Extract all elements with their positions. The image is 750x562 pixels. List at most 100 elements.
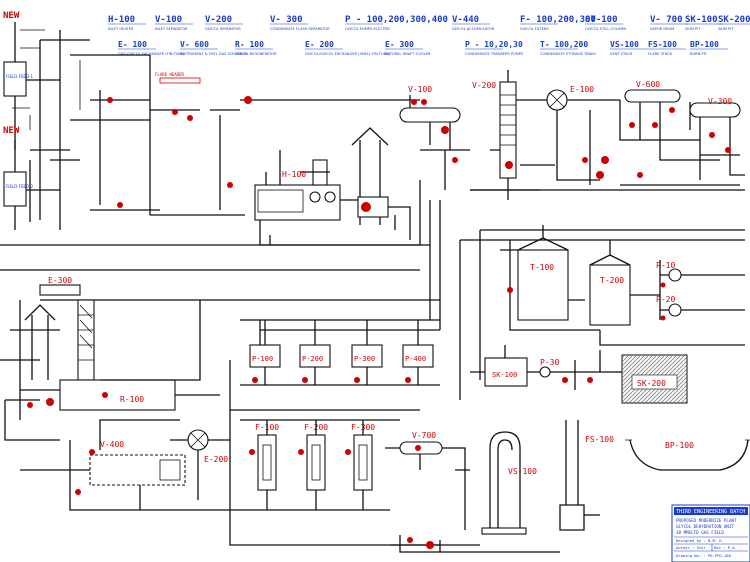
e100-gas-glycol-exchanger: E-100	[516, 85, 620, 185]
legend-caption: VAPOR DRUM	[650, 27, 674, 31]
legend-tag: T- 100,200	[540, 40, 588, 49]
legend-caption: SKIM PIT	[685, 27, 701, 31]
legend-tag: F- 100,200,300	[520, 15, 596, 25]
title-block-line3: GLYCOL DEHYDRATION UNIT	[676, 524, 734, 529]
inlet-label-2: NEW	[3, 126, 20, 136]
f200-filter	[306, 434, 326, 491]
legend-tag: E- 200	[305, 40, 334, 49]
legend-tag: BP-100	[690, 40, 719, 49]
legend-tag: FS-100	[648, 40, 677, 49]
bp100-label: BP-100	[665, 441, 694, 450]
e300-natural-draft-cooler: E-300	[24, 276, 81, 380]
v400-label: V-400	[100, 440, 124, 449]
inlet-feed-1: NEW FIELD FEED-1	[3, 11, 150, 230]
v200-glycol-separator: V-200	[470, 70, 555, 200]
e100-label: E-100	[570, 85, 594, 94]
inlet-manifold-valves: FLARE HEADER	[99, 55, 245, 216]
legend-tag: VS-100	[610, 40, 639, 49]
legend-tag: SK-100	[685, 15, 718, 25]
field-feed-2-label: FIELD FEED-2	[6, 184, 33, 189]
v100-label: V-100	[408, 85, 432, 94]
title-block-header: THIRD ENGINEERING BATCH	[676, 509, 745, 515]
legend-caption: INLET SEPARATOR	[155, 27, 188, 31]
v700-label: V-700	[412, 431, 436, 440]
inlet-label-1: NEW	[3, 11, 20, 21]
t200-label: T-200	[600, 276, 624, 285]
legend-caption: VENT STACK	[610, 52, 633, 56]
legend-caption: GLYCOL STILL COLUMN	[585, 27, 626, 31]
title-block: THIRD ENGINEERING BATCH PROPOSED MODERNI…	[671, 504, 750, 562]
e200-glycol-glycol-exchanger: E-200	[170, 360, 440, 546]
field-feed-1-label: FIELD FEED-1	[6, 74, 33, 79]
legend-tag: V-440	[452, 15, 479, 25]
vs100-vent-stack: VS-100	[481, 431, 537, 535]
legend-caption: GLYCOL FILTERS	[520, 27, 549, 31]
field-feed-1-box	[3, 61, 27, 97]
legend-caption: INSTRUMENT & FUEL GAS SCRUBBER	[180, 52, 248, 56]
p400-label: P-400	[405, 355, 426, 363]
legend-caption: FLARE STACK	[648, 52, 673, 56]
glycol-pumps-group: P-100 P-200 P-300 P-400	[240, 319, 440, 386]
p300-label: P-300	[354, 355, 375, 363]
title-block-line2: PROPOSED MODERNIZE PLANT	[676, 518, 737, 523]
legend-caption: GLYCOL/GLYCOL EXCHANGER (SHELL FIN-TUBE)	[305, 52, 390, 56]
drain-header	[390, 535, 560, 553]
e300-label: E-300	[48, 276, 72, 285]
v600-label: V-600	[636, 80, 660, 89]
legend-caption: BURN PIT	[690, 52, 708, 56]
p100-label: P-100	[252, 355, 273, 363]
bp100-burn-pit: BP-100	[625, 439, 750, 471]
p10-label: P-10	[656, 261, 675, 270]
legend-caption: GLYCOL REGENERATOR	[235, 52, 277, 56]
legend-tag: V-100	[155, 15, 182, 25]
legend-tag: E- 300	[385, 40, 414, 49]
v100-inlet-separator: V-100	[399, 85, 470, 190]
legend-tag: V- 700	[650, 15, 683, 25]
legend-tag: P - 100,200,300,400	[345, 15, 448, 25]
title-block-rev: Rev : P.A.	[714, 545, 737, 550]
v700-vapor-drum: V-700	[385, 431, 470, 530]
v400-glycol-accumulator: V-400	[20, 419, 240, 511]
p30-transfer-pump: P-30	[539, 350, 615, 390]
title-block-line4: 30 MMSCFD GAS FIELD	[676, 530, 724, 535]
r100-label: R-100	[120, 395, 144, 404]
legend-caption: GLYCOL PUMPS ELECTRIC	[345, 27, 391, 31]
legend-caption: CONDENSATE TRANSFER PUMPS	[465, 52, 524, 56]
legend-tag: V- 300	[270, 15, 303, 25]
fs100-flare-stack: FS-100	[559, 420, 614, 531]
heater-burner-piping	[210, 96, 421, 245]
legend-caption: GLYCOL ACCUMULATOR	[452, 27, 495, 31]
legend-tag: R- 100	[235, 40, 264, 49]
t200-storage-tank: T-200	[589, 240, 745, 346]
legend-tag: V- 600	[180, 40, 209, 49]
legend-caption: SKIM PIT	[718, 27, 734, 31]
transfer-pumps-p10-p20: P-10 P-20	[656, 260, 745, 321]
sk100-label: SK-100	[492, 371, 517, 379]
legend-tag: ST-100	[585, 15, 618, 25]
sk200-label: SK-200	[637, 379, 666, 388]
h100-label: H-100	[282, 170, 306, 179]
v200-label: V-200	[472, 81, 496, 90]
sk200-skim-pit: SK-200	[615, 354, 688, 404]
p200-label: P-200	[302, 355, 323, 363]
p30-label: P-30	[540, 358, 559, 367]
legend-tag: H-100	[108, 15, 135, 25]
legend-caption: CONDENSATE FLASH SEPARATOR	[270, 27, 330, 31]
title-block-designed-by: Designed by : N.M. K.	[676, 538, 724, 543]
legend-caption: CONDENSATE STORAGE TANKS	[540, 52, 597, 56]
inlet-feed-2: NEW FIELD FEED-2	[3, 99, 160, 230]
v300-label: V-300	[708, 97, 732, 106]
sk100-skim-pit: SK-100	[470, 345, 540, 387]
p20-label: P-20	[656, 295, 675, 304]
t100-storage-tank: T-100	[500, 225, 600, 331]
legend-tag: P - 10,20,30	[465, 40, 523, 49]
legend-caption: INLET HEATER	[108, 27, 134, 31]
glycol-filters-group: F-100 F-200 F-300	[240, 419, 400, 511]
legend-caption: GLYCOL SEPARATOR	[205, 27, 241, 31]
r100-glycol-regenerator: R-100	[4, 299, 220, 441]
legend-tag: V-200	[205, 15, 232, 25]
field-feed-2-box	[3, 171, 27, 207]
title-block-author: Author : Ster	[676, 545, 706, 550]
legend-tag: SK-200	[718, 15, 750, 25]
